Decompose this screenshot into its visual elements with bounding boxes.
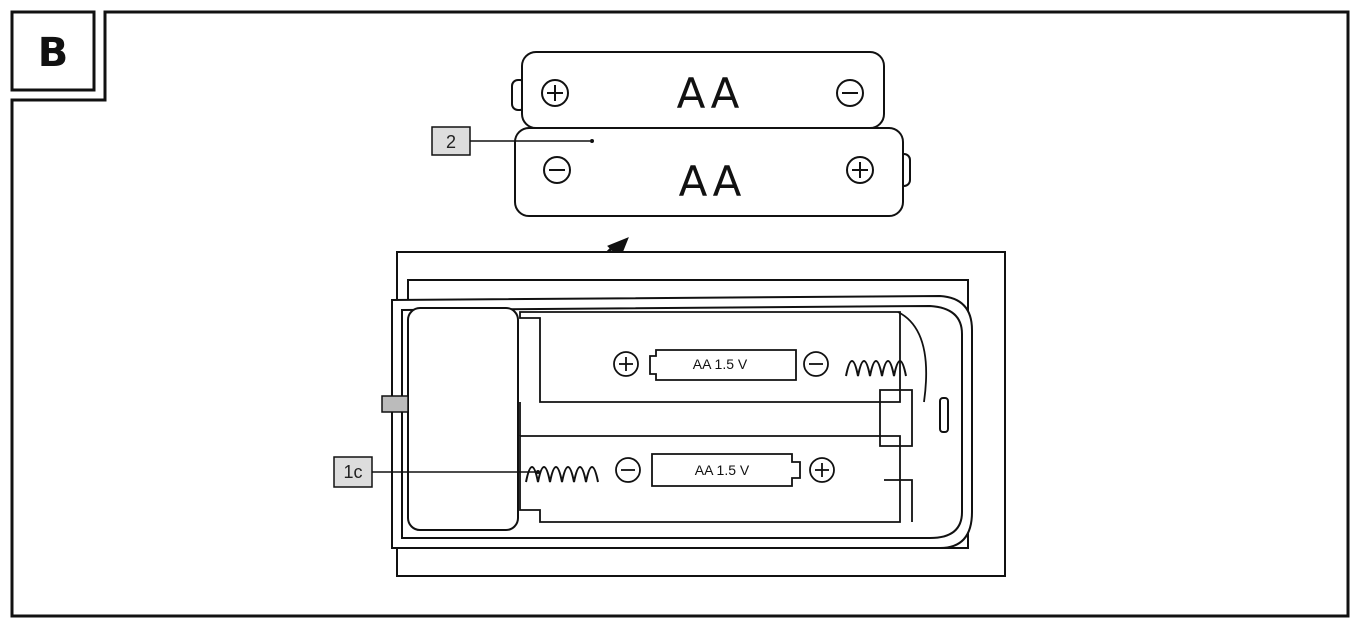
battery-compartment	[519, 311, 928, 523]
slot-upper: AA 1.5 V	[613, 349, 907, 381]
battery-bottom: AA	[514, 127, 911, 217]
callout-label: 2	[446, 132, 456, 152]
battery-top: AA	[511, 51, 885, 129]
plus-icon	[613, 351, 639, 377]
slot-label: AA 1.5 V	[693, 356, 748, 372]
plus-icon	[541, 79, 569, 107]
battery-label: AA	[677, 69, 744, 118]
spring-contact	[525, 466, 599, 483]
callout-spring: 1c	[333, 456, 540, 488]
slot-label: AA 1.5 V	[695, 462, 750, 478]
minus-icon	[543, 156, 571, 184]
panel-letter-badge: B	[10, 10, 107, 102]
minus-icon	[836, 79, 864, 107]
callout-label: 1c	[343, 462, 362, 482]
callout-batteries: 2	[431, 126, 590, 156]
battery-label: AA	[679, 157, 746, 206]
panel-letter: B	[38, 30, 69, 76]
plus-icon	[809, 457, 835, 483]
slot-lower: AA 1.5 V	[525, 453, 835, 487]
plus-icon	[846, 156, 874, 184]
minus-icon	[803, 351, 829, 377]
minus-icon	[615, 457, 641, 483]
